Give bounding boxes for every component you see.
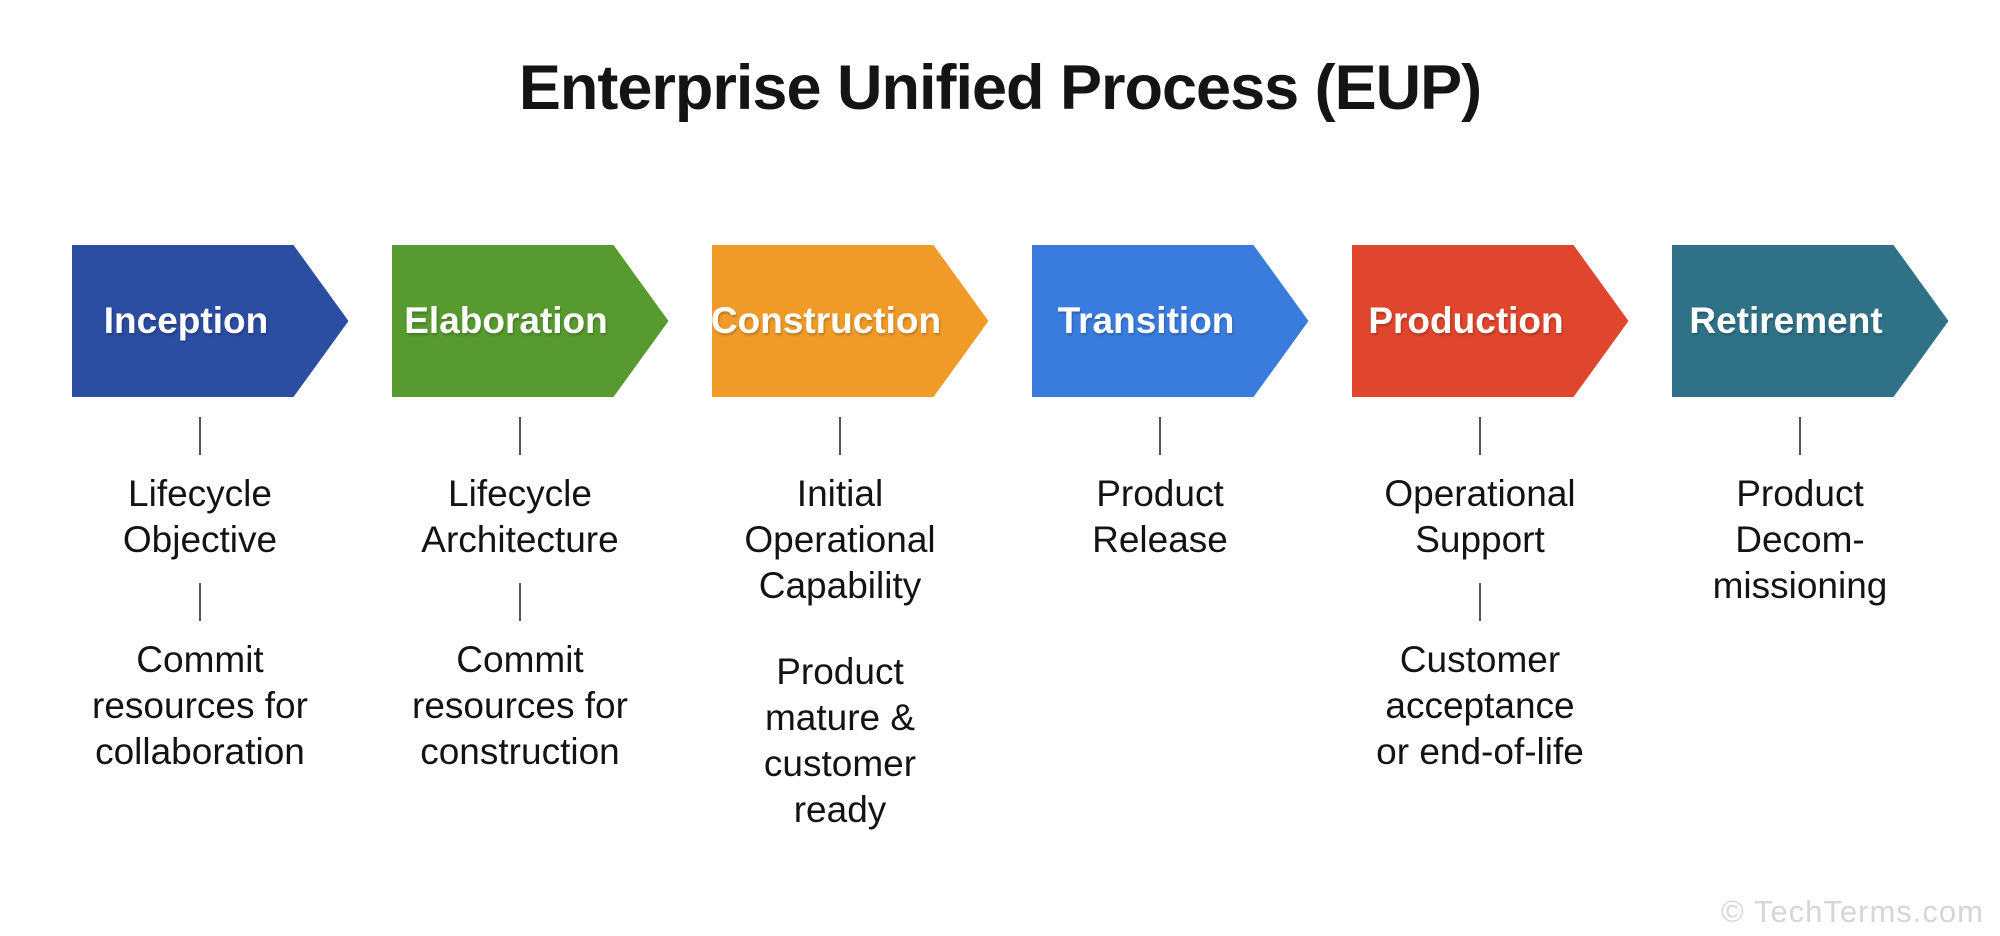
milestone-list: Product Release: [1000, 397, 1320, 563]
connector-line: [839, 417, 841, 455]
diagram-title: Enterprise Unified Process (EUP): [518, 53, 1482, 123]
phase-arrow-label: Elaboration: [404, 300, 608, 341]
milestone-text: Product Decom- missioning: [1712, 473, 1888, 606]
milestone-text: Commit resources for construction: [412, 639, 628, 772]
phase-column-retirement: Retirement Product Decom- missioning: [1640, 245, 1960, 833]
milestone-text: Commit resources for collaboration: [92, 639, 308, 772]
phase-arrow-label: Construction: [710, 300, 942, 341]
phase-arrow: Elaboration: [392, 245, 669, 397]
connector-line: [519, 417, 521, 455]
phase-arrow-label: Retirement: [1689, 300, 1883, 341]
milestone-text: Customer acceptance or end-of-life: [1376, 639, 1584, 772]
phase-arrow: Transition: [1032, 245, 1309, 397]
phase-arrow: Inception: [72, 245, 349, 397]
connector-line: [519, 583, 521, 621]
phase-arrow-label: Transition: [1057, 300, 1235, 341]
milestone-text: Product mature & customer ready: [763, 651, 917, 830]
phase-column-transition: Transition Product Release: [1000, 245, 1320, 833]
phase-arrow: Production: [1352, 245, 1629, 397]
connector-line: [1159, 417, 1161, 455]
milestone-text: Lifecycle Objective: [122, 473, 278, 560]
milestone-text: Product Release: [1092, 473, 1228, 560]
phase-arrow: Retirement: [1672, 245, 1949, 397]
connector-line: [1479, 417, 1481, 455]
phase-arrow: Construction: [712, 245, 989, 397]
watermark: © TechTerms.com: [1721, 894, 1984, 929]
milestone-text: Lifecycle Architecture: [421, 473, 619, 560]
milestone-list: Product Decom- missioning: [1640, 397, 1960, 609]
milestone-text: Initial Operational Capability: [744, 473, 936, 606]
phase-column-construction: Construction Initial Operational Capabil…: [680, 245, 1000, 833]
connector-line: [1479, 583, 1481, 621]
phase-arrow-label: Production: [1368, 300, 1564, 341]
milestone-text: Operational Support: [1384, 473, 1576, 560]
connector-line: [1799, 417, 1801, 455]
connector-line: [199, 583, 201, 621]
connector-line: [199, 417, 201, 455]
phase-arrow-label: Inception: [103, 300, 269, 341]
